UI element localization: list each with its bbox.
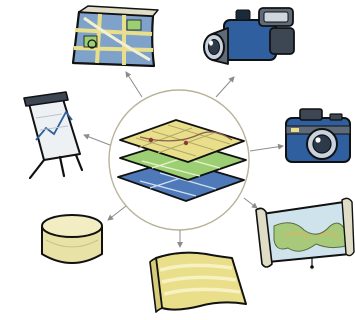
wall-map-icon — [256, 198, 354, 268]
arrow-to-street-map — [126, 72, 142, 97]
street-map-icon — [73, 6, 158, 66]
arrow-to-wall-map — [244, 198, 257, 208]
database-cylinder-icon — [42, 215, 102, 263]
survey-document-icon — [150, 253, 246, 312]
arrow-to-chart-easel — [84, 135, 110, 145]
arrow-to-database — [108, 206, 126, 220]
arrow-to-video-camera — [216, 77, 234, 97]
chart-easel-icon — [24, 92, 82, 178]
photo-camera-icon — [286, 109, 350, 162]
arrow-to-photo-camera — [250, 146, 283, 151]
video-camera-icon — [204, 8, 294, 64]
